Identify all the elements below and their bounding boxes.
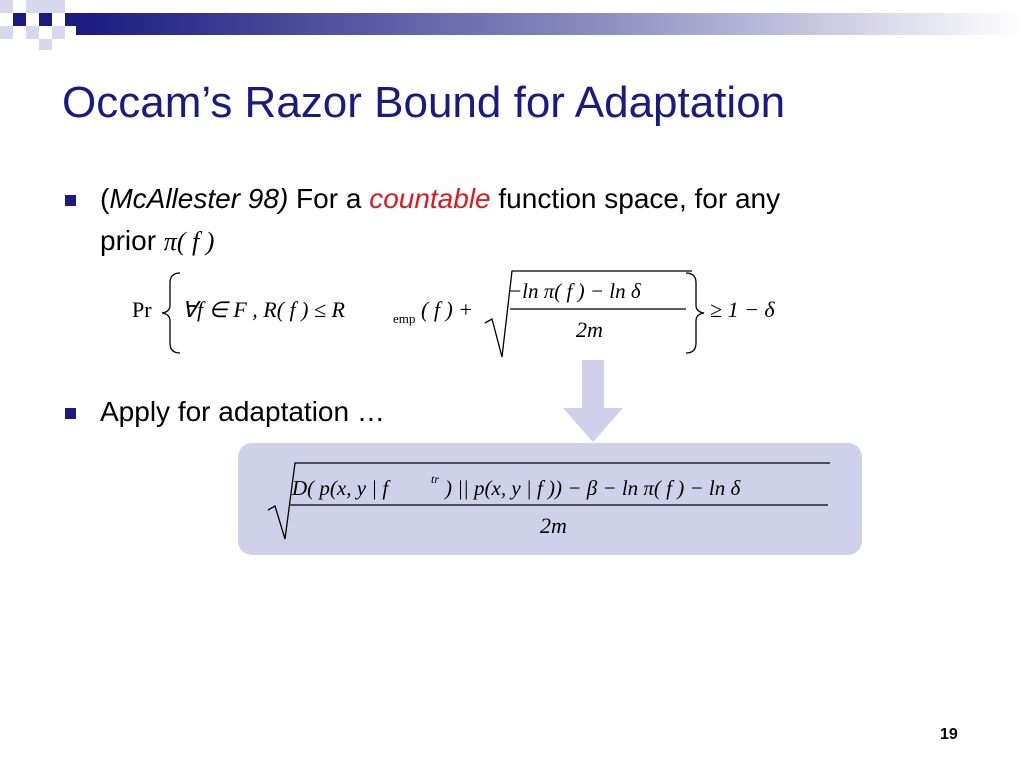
tr-superscript: tr — [431, 472, 439, 486]
bullet-1-text-after: function space, for any — [490, 183, 781, 214]
radical-sign — [484, 270, 692, 358]
emp-subscript: emp — [393, 311, 415, 326]
citation: McAllester 98) — [109, 183, 289, 214]
bound-rhs: ≥ 1 − δ — [710, 297, 775, 322]
emphasis-countable: countable — [369, 183, 491, 214]
bullet-2: Apply for adaptation … — [100, 396, 385, 427]
citation-open-paren: ( — [100, 183, 110, 214]
prior-math: π( f ) — [163, 227, 215, 256]
pr-operator: Pr — [132, 297, 152, 322]
bullet-1-line-2: prior π( f ) — [100, 222, 214, 261]
bullet-1-line-1: (McAllester 98) For a countable function… — [100, 180, 780, 218]
header-decoration — [0, 0, 1024, 50]
adaptation-bound-box — [238, 443, 862, 555]
right-brace — [685, 272, 705, 354]
fraction-denominator: 2m — [576, 317, 603, 342]
bullet-marker — [65, 195, 76, 206]
bullet-marker — [65, 408, 76, 419]
adaptation-bound-equation: D( p(x, y | f tr ) || p(x, y | f )) − β … — [267, 462, 830, 540]
condition-rest: ( f ) + — [421, 297, 473, 322]
left-brace — [161, 272, 181, 354]
bullet-1-text-before: For a — [288, 183, 370, 214]
numerator-rest: ) || p(x, y | f )) − β − ln π( f ) − ln … — [444, 476, 741, 500]
condition: ∀f ∈ F , R( f ) ≤ R — [182, 297, 346, 322]
slide-title: Occam’s Razor Bound for Adaptation — [62, 78, 786, 127]
occam-bound-equation: Pr ∀f ∈ F , R( f ) ≤ R emp ( f ) + −ln π… — [132, 270, 775, 358]
page-number: 19 — [940, 726, 958, 743]
radical-sign — [267, 462, 830, 540]
numerator-start: D( p(x, y | f — [291, 476, 391, 500]
down-arrow-icon — [561, 358, 625, 442]
fraction-numerator: −ln π( f ) − ln δ — [508, 279, 642, 303]
fraction-denominator: 2m — [540, 513, 567, 538]
prior-label: prior — [100, 225, 164, 256]
